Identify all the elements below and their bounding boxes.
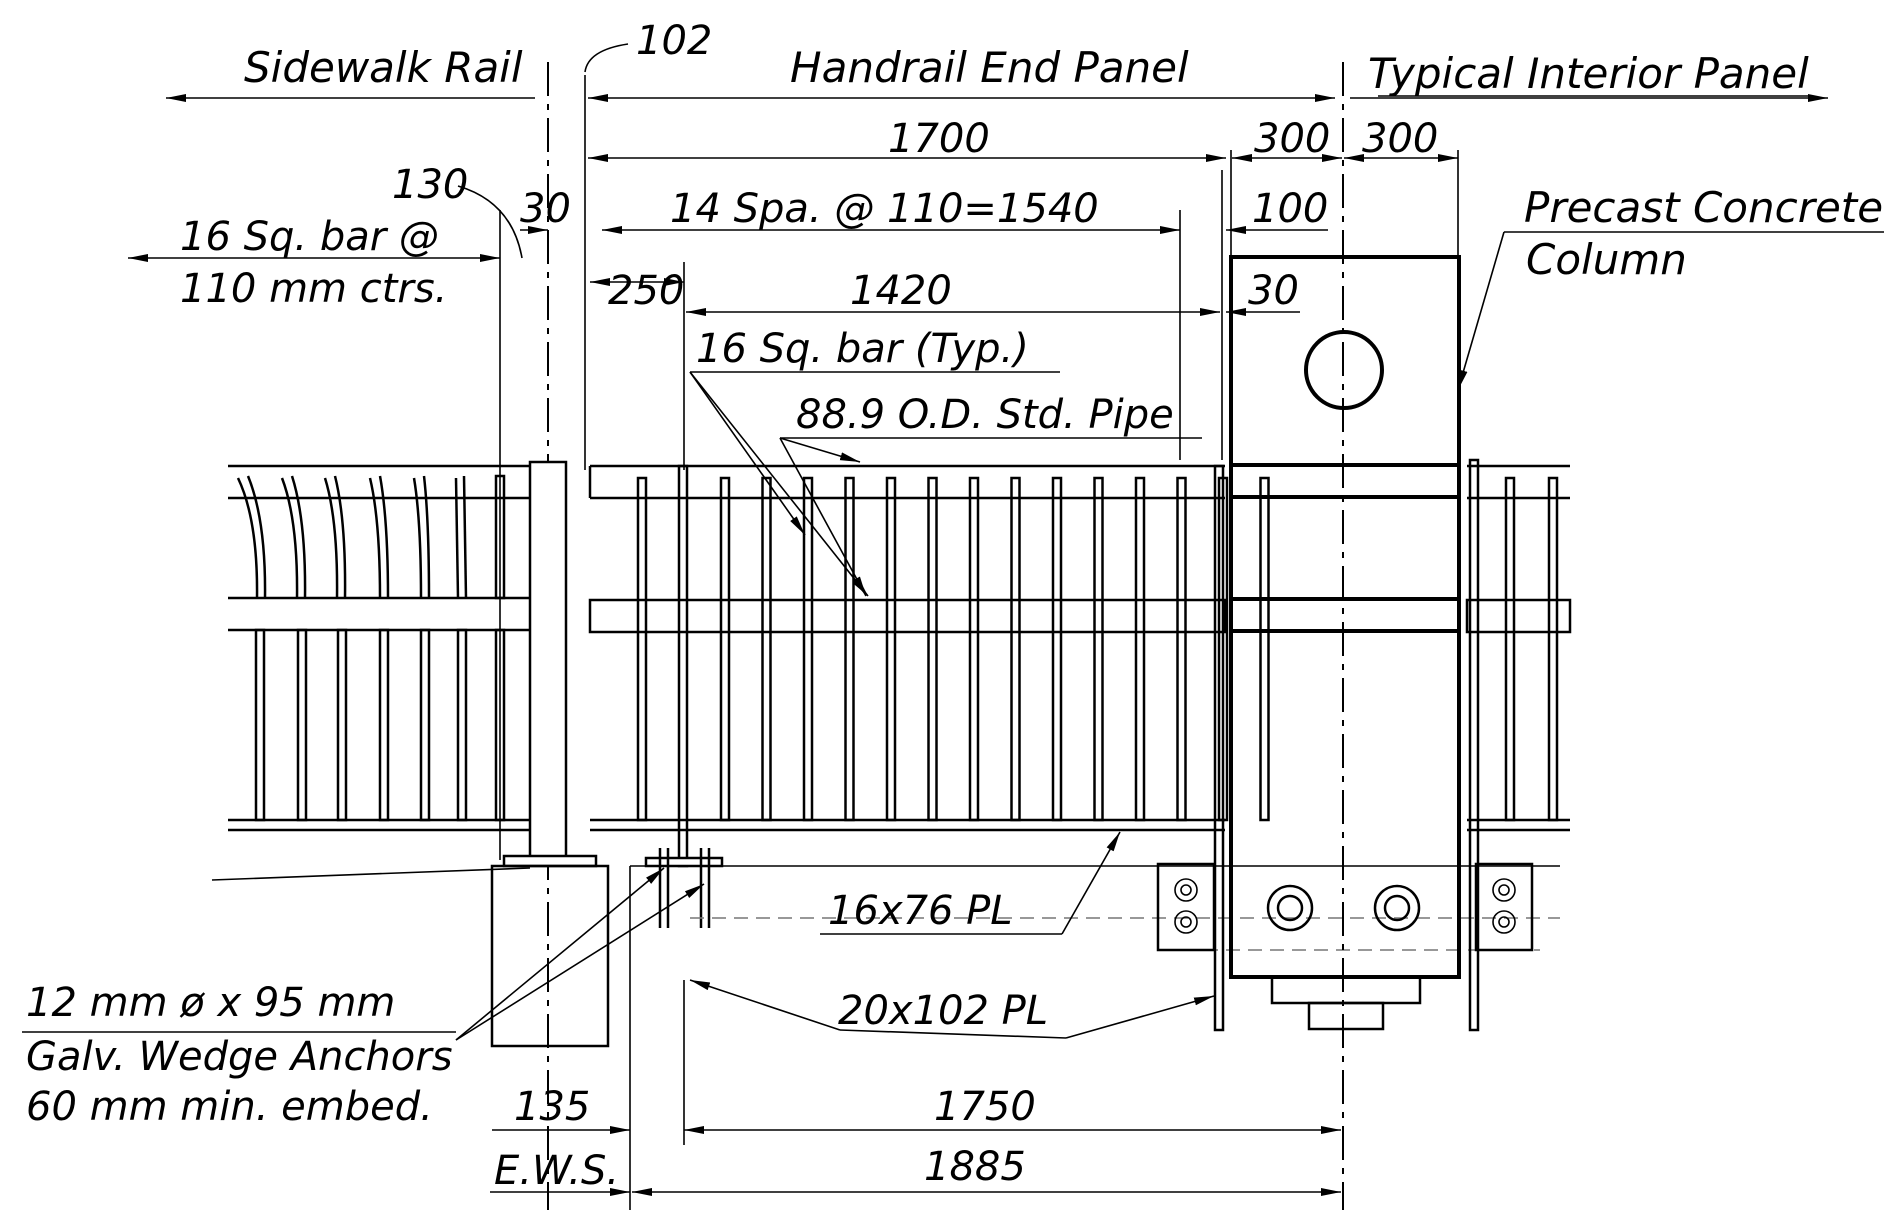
handrail-end-panel <box>588 464 1560 1032</box>
dim-250: 250 <box>608 268 684 314</box>
dim-1750: 1750 <box>934 1084 1036 1130</box>
typical-interior-panel-label: Typical Interior Panel <box>1368 49 1809 98</box>
typical-interior-panel <box>1156 458 1572 1032</box>
precast-label-line1: Precast Concrete <box>1524 183 1883 232</box>
plate-16x76-label: 16x76 PL <box>828 888 1013 934</box>
vertical-bar <box>927 476 938 822</box>
vertical-bar <box>636 476 648 822</box>
vertical-bar <box>885 476 897 822</box>
vertical-bar <box>844 476 855 822</box>
section-headings: Sidewalk Rail Handrail End Panel Typical… <box>166 18 1828 102</box>
callout-102: 102 <box>636 18 712 64</box>
dim-30-column: 30 <box>1248 268 1299 314</box>
bar-spacing-line2: 110 mm ctrs. <box>180 266 447 312</box>
vertical-bar <box>968 476 980 822</box>
precast-concrete-column <box>1229 62 1461 1210</box>
handrail-end-panel-label: Handrail End Panel <box>790 43 1189 92</box>
dim-1700: 1700 <box>888 116 990 162</box>
vertical-bar <box>1010 476 1021 822</box>
dim-1420: 1420 <box>850 268 952 314</box>
anchor-label-line3: 60 mm min. embed. <box>26 1084 433 1130</box>
dim-14-spa: 14 Spa. @ 110=1540 <box>670 186 1099 232</box>
sq-bar-typ-label: 16 Sq. bar (Typ.) <box>696 326 1029 372</box>
sidewalk-rail <box>211 460 610 1048</box>
vertical-bar <box>1134 476 1146 822</box>
dim-300-left: 300 <box>1254 116 1330 162</box>
anchor-label-line2: Galv. Wedge Anchors <box>26 1034 453 1080</box>
vertical-bar <box>1259 476 1270 822</box>
pipe-label: 88.9 O.D. Std. Pipe <box>796 392 1174 438</box>
dim-100: 100 <box>1252 186 1328 232</box>
dim-300-right: 300 <box>1362 116 1438 162</box>
callout-130: 130 <box>392 162 468 208</box>
dim-30-top: 30 <box>520 186 571 232</box>
anchor-label-line1: 12 mm ø x 95 mm <box>26 980 395 1026</box>
dimensions: 1700 300 300 30 14 Spa. @ 110=1540 100 2… <box>490 116 1459 1210</box>
vertical-bar <box>1093 476 1104 822</box>
precast-label-line2: Column <box>1526 235 1687 284</box>
vertical-bar <box>802 476 814 822</box>
vertical-bar <box>1176 476 1187 822</box>
dim-1885: 1885 <box>924 1144 1026 1190</box>
plate-20x102-label: 20x102 PL <box>838 988 1048 1034</box>
panel-vertical-bars <box>636 476 1270 822</box>
leader-notes: 130 16 Sq. bar @ 110 mm ctrs. 16 Sq. bar… <box>22 162 1884 1130</box>
vertical-bar <box>761 476 772 822</box>
vertical-bar <box>719 476 731 822</box>
vertical-bar <box>1051 476 1063 822</box>
dim-135: 135 <box>514 1084 590 1130</box>
centerlines <box>499 62 1344 1210</box>
sidewalk-rail-label: Sidewalk Rail <box>244 43 523 92</box>
bar-spacing-line1: 16 Sq. bar @ <box>180 214 439 260</box>
ews-label: E.W.S. <box>494 1148 619 1194</box>
